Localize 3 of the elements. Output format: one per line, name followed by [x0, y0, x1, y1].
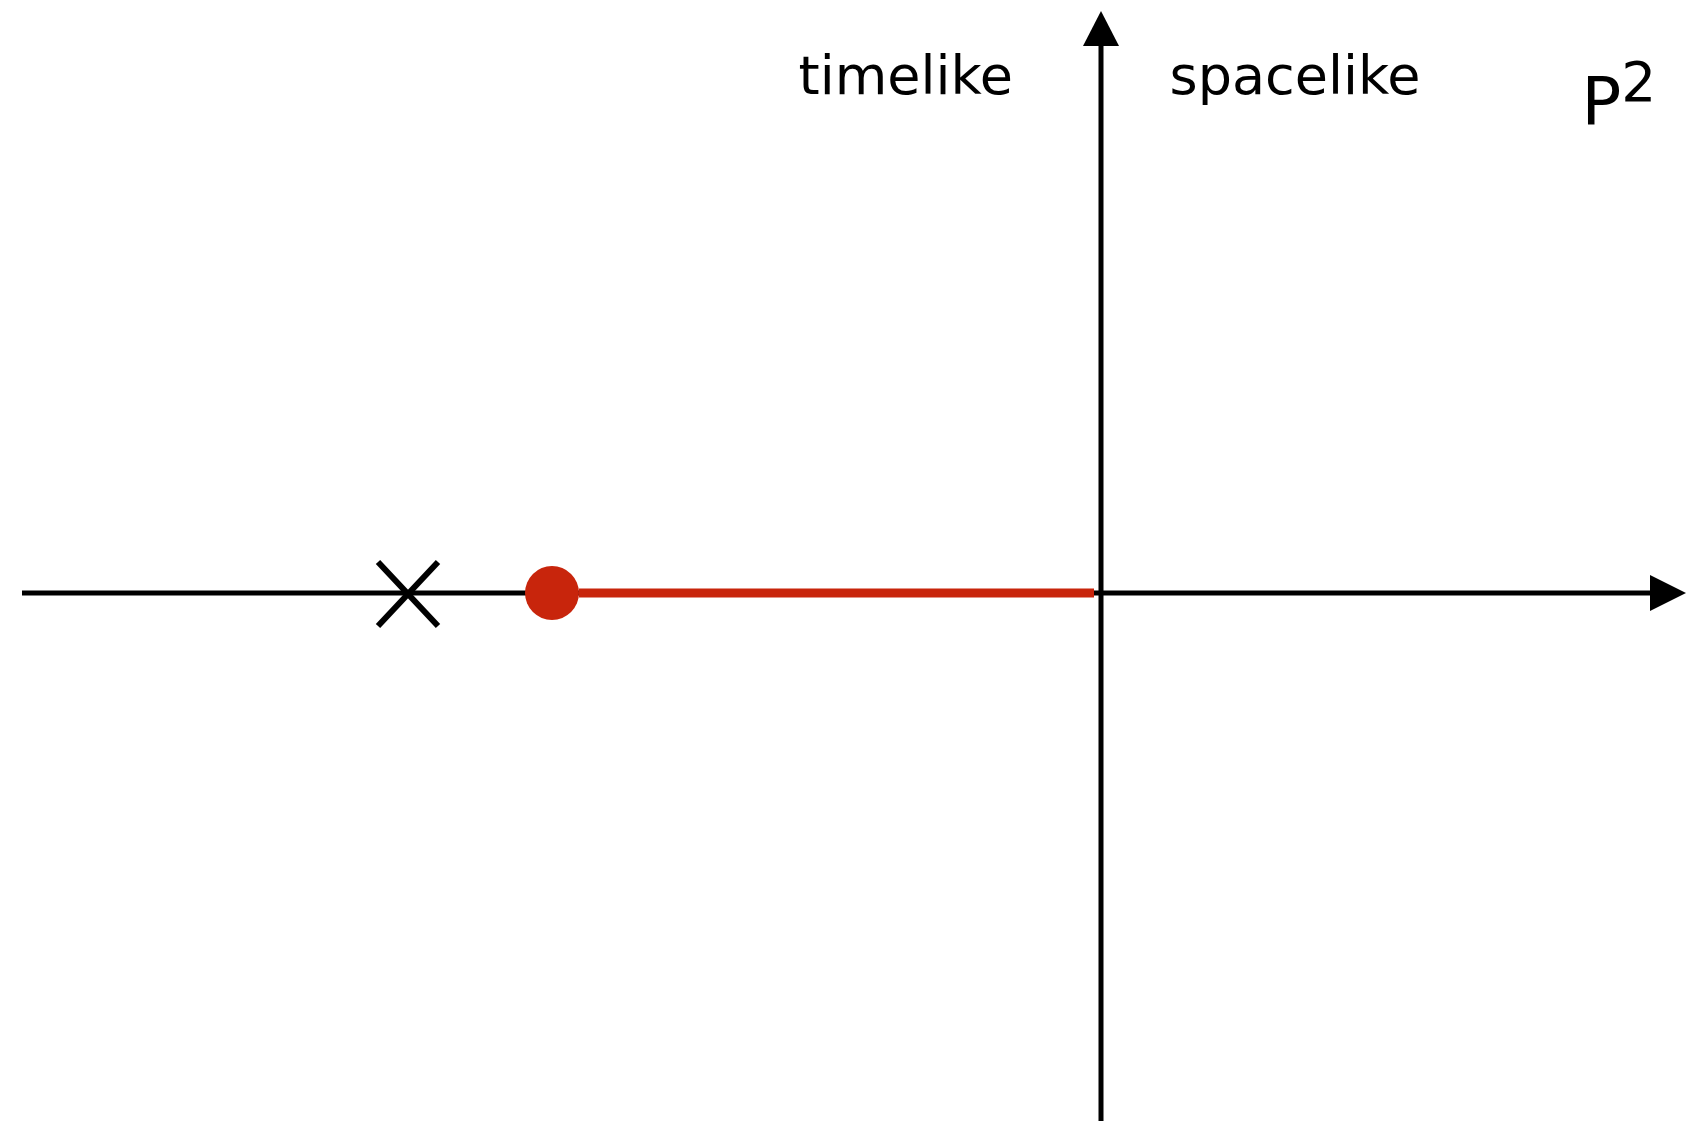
plane-label: P$^{2}$ — [1581, 55, 1657, 135]
region-label: spacelike — [1169, 49, 1421, 103]
region-label: timelike — [798, 49, 1014, 103]
